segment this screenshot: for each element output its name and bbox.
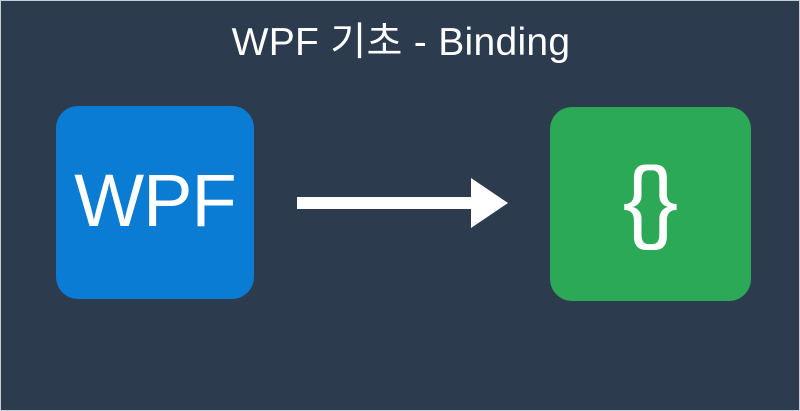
binding-arrow-icon [297, 178, 508, 228]
curly-braces-icon: {} [622, 149, 679, 251]
target-node-binding[interactable]: {} [550, 107, 751, 301]
source-node-wpf[interactable]: WPF [56, 106, 254, 299]
source-node-label: WPF [74, 158, 236, 242]
page-title: WPF 기초 - Binding [231, 21, 571, 64]
